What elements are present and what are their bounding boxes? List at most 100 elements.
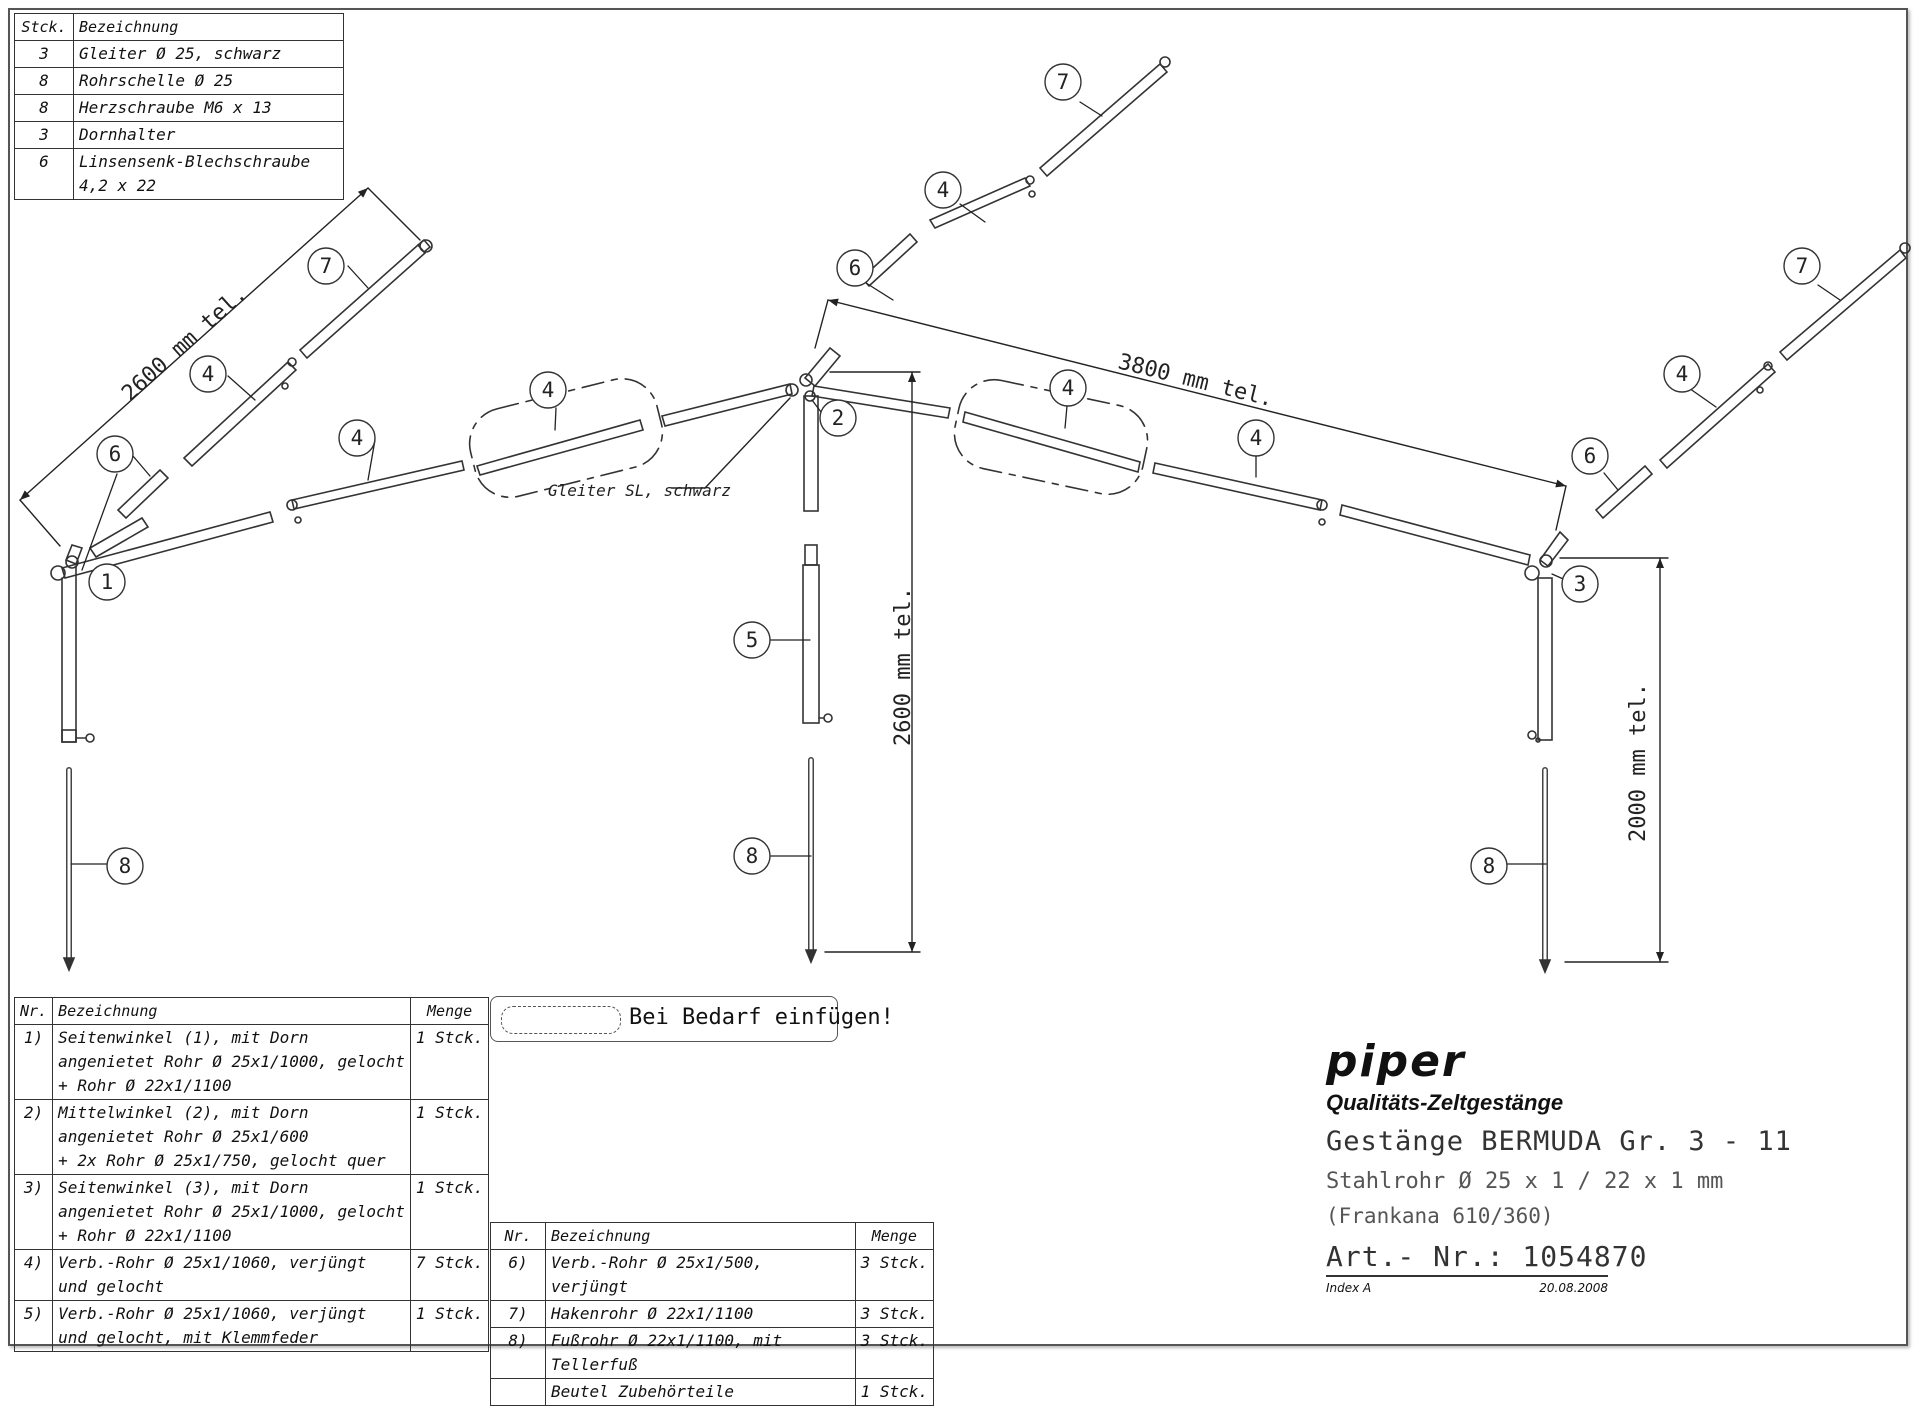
center-pole-lower <box>802 544 833 965</box>
row-name: Herzschraube M6 x 13 <box>73 94 344 122</box>
callout-7-center: 7 <box>1057 70 1070 94</box>
callout-8-left: 8 <box>119 854 132 878</box>
row-qty: 3 <box>14 121 74 149</box>
extra-parts-table: Nr. Bezeichnung Menge 6)Verb.-Rohr Ø 25x… <box>490 1222 935 1406</box>
row-nr: 8) <box>490 1327 546 1379</box>
callout-4-left-optional: 4 <box>542 378 555 402</box>
header-name: Bezeichnung <box>52 997 411 1025</box>
callout-leaders <box>70 101 1841 865</box>
row-qty: 3 <box>14 40 74 68</box>
row-nr: 7) <box>490 1300 546 1328</box>
callout-8-center: 8 <box>746 844 759 868</box>
center-apex-assembly <box>785 56 1171 512</box>
left-leg-upper <box>61 565 77 743</box>
material-spec: Stahlrohr Ø 25 x 1 / 22 x 1 mm <box>1326 1169 1724 1194</box>
row-qty: 3 Stck. <box>854 1249 935 1301</box>
callout-7-left: 7 <box>320 254 333 278</box>
row-qty: 8 <box>14 94 74 122</box>
callout-2: 2 <box>832 406 845 430</box>
row-name: Linsensenk-Blechschraube 4,2 x 22 <box>73 148 344 200</box>
callout-3: 3 <box>1574 572 1587 596</box>
row-qty: 1 Stck. <box>409 1099 490 1175</box>
row-qty: 6 <box>14 148 74 200</box>
header-qty: Stck. <box>14 13 74 41</box>
right-corner-assembly <box>1524 242 1911 975</box>
dimension-lines <box>19 187 1669 963</box>
drawing-date: 20.08.2008 <box>1539 1281 1608 1295</box>
header-name: Bezeichnung <box>73 13 344 41</box>
callout-6-left: 6 <box>109 442 122 466</box>
callout-6-center: 6 <box>849 256 862 280</box>
callout-4-center-riser: 4 <box>937 178 950 202</box>
header-qty: Menge <box>854 1222 935 1250</box>
callout-6-right: 6 <box>1584 444 1597 468</box>
row-nr <box>490 1378 546 1406</box>
row-nr: 5) <box>13 1300 54 1352</box>
callout-numbers: 1 2 3 6 4 7 4 4 6 4 7 5 8 4 4 6 4 7 8 8 <box>101 70 1809 878</box>
row-qty: 1 Stck. <box>409 1024 490 1100</box>
left-riser-tubes <box>116 238 433 520</box>
callout-8-right: 8 <box>1483 854 1496 878</box>
row-nr: 4) <box>13 1249 54 1301</box>
dimension-left-length: 2600 mm tel. <box>117 282 252 407</box>
optional-parts-legend: Bei Bedarf einfügen! <box>490 996 894 1042</box>
revision-footer: Index A 20.08.2008 <box>1326 1281 1608 1295</box>
row-name: Fußrohr Ø 22x1/1100, mit Tellerfuß <box>545 1327 856 1379</box>
row-qty: 1 Stck. <box>409 1174 490 1250</box>
row-name: Verb.-Rohr Ø 25x1/500, verjüngt <box>545 1249 856 1301</box>
callout-4-left-roof: 4 <box>351 426 364 450</box>
row-name: Beutel Zubehörteile <box>545 1378 856 1406</box>
header-qty: Menge <box>409 997 490 1025</box>
row-nr: 3) <box>13 1174 54 1250</box>
row-qty: 1 Stck. <box>854 1378 935 1406</box>
callout-1: 1 <box>101 570 114 594</box>
optional-legend-label: Bei Bedarf einfügen! <box>629 1005 894 1030</box>
tagline: Qualitäts-Zeltgestänge <box>1326 1090 1564 1115</box>
row-nr: 1) <box>13 1024 54 1100</box>
row-nr: 6) <box>490 1249 546 1301</box>
header-name: Bezeichnung <box>545 1222 856 1250</box>
row-name: Dornhalter <box>73 121 344 149</box>
row-name: Hakenrohr Ø 22x1/1100 <box>545 1300 856 1328</box>
callout-7-right: 7 <box>1796 254 1809 278</box>
row-qty: 3 Stck. <box>854 1300 935 1328</box>
left-roof-tube <box>60 511 275 579</box>
callout-circles <box>88 63 1821 885</box>
dimension-right-height: 2000 mm tel. <box>1626 683 1651 842</box>
row-qty: 7 Stck. <box>409 1249 490 1301</box>
reference-number: (Frankana 610/360) <box>1326 1204 1554 1228</box>
callout-4-left-riser: 4 <box>202 362 215 386</box>
row-qty: 3 Stck. <box>854 1327 935 1379</box>
right-leg-upper <box>1537 577 1553 741</box>
row-qty: 1 Stck. <box>409 1300 490 1352</box>
header-nr: Nr. <box>490 1222 546 1250</box>
tent-frame-diagram: 1 2 3 6 4 7 4 4 6 4 7 5 8 4 4 6 4 7 8 8 … <box>19 56 1911 975</box>
dashed-outline-symbol <box>501 1006 621 1034</box>
center-pole-upper <box>803 395 819 512</box>
index-label: Index A <box>1326 1281 1372 1295</box>
row-name: Gleiter Ø 25, schwarz <box>73 40 344 68</box>
left-corner-assembly <box>50 511 275 973</box>
glider-label: Gleiter SL, schwarz <box>548 481 731 500</box>
main-parts-table: Nr. Bezeichnung Menge 1) Seitenwinkel (1… <box>13 997 490 1352</box>
piper-logo: piper <box>1326 1036 1466 1087</box>
callout-5: 5 <box>746 628 759 652</box>
header-nr: Nr. <box>13 997 54 1025</box>
